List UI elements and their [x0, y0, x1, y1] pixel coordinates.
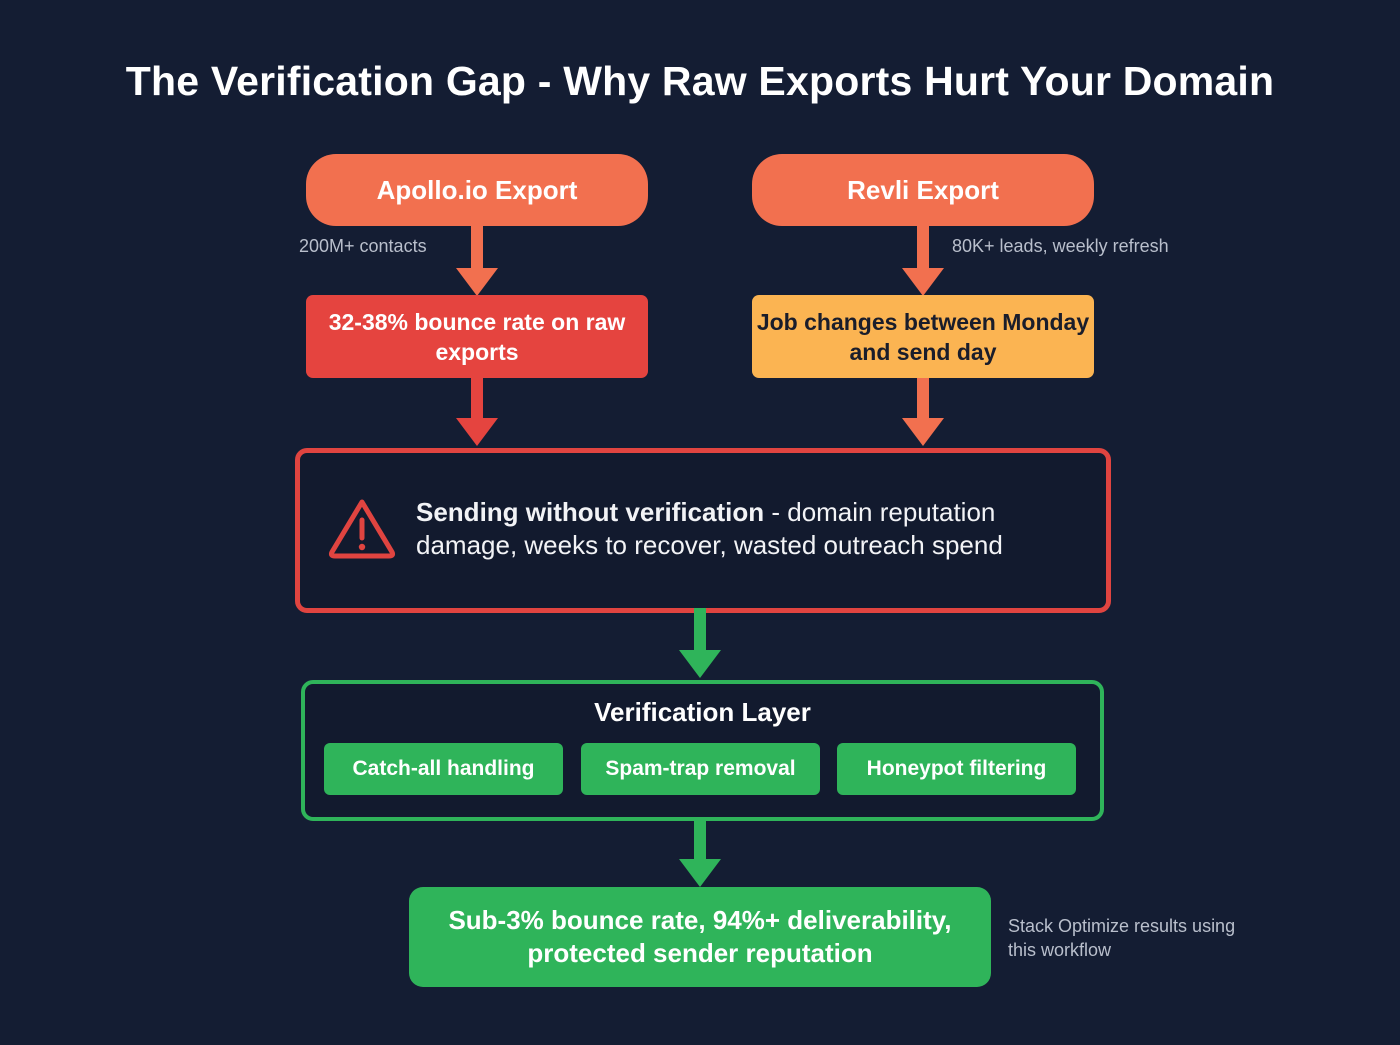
arrow-down-icon [456, 268, 498, 296]
warning-triangle-icon [328, 499, 396, 559]
apollo-note: 200M+ contacts [299, 236, 427, 256]
arrow-down-icon [679, 650, 721, 678]
arrow-down-icon [902, 268, 944, 296]
arrow-apollo-problem-shaft [471, 378, 483, 420]
step-honeypot: Honeypot filtering [837, 743, 1076, 795]
page-title: The Verification Gap - Why Raw Exports H… [125, 58, 1275, 104]
arrow-down-icon [456, 418, 498, 446]
arrow-result-shaft [694, 817, 706, 861]
arrow-revli-shaft [917, 226, 929, 270]
result-note: Stack Optimize results using this workfl… [1008, 916, 1236, 960]
arrow-verify-shaft [694, 608, 706, 652]
step-catch-all: Catch-all handling [324, 743, 563, 795]
warning-bold: Sending without verification [416, 497, 765, 527]
arrow-apollo-shaft [471, 226, 483, 270]
arrow-down-icon [679, 859, 721, 887]
arrow-down-icon [902, 418, 944, 446]
revli-problem-node: Job changes between Monday and send day [752, 295, 1094, 378]
revli-note: 80K+ leads, weekly refresh [952, 236, 1169, 256]
warning-text: Sending without verification - domain re… [416, 496, 1086, 562]
result-node: Sub-3% bounce rate, 94%+ deliverability,… [409, 887, 991, 987]
revli-export-node: Revli Export [752, 154, 1094, 226]
warning-box [295, 448, 1111, 613]
apollo-export-node: Apollo.io Export [306, 154, 648, 226]
warning-rest: - domain reputation damage, weeks to rec… [416, 497, 1003, 560]
verification-layer-title: Verification Layer [594, 697, 811, 727]
apollo-problem-node: 32-38% bounce rate on raw exports [306, 295, 648, 378]
arrow-revli-problem-shaft [917, 378, 929, 420]
step-spam-trap: Spam-trap removal [581, 743, 820, 795]
